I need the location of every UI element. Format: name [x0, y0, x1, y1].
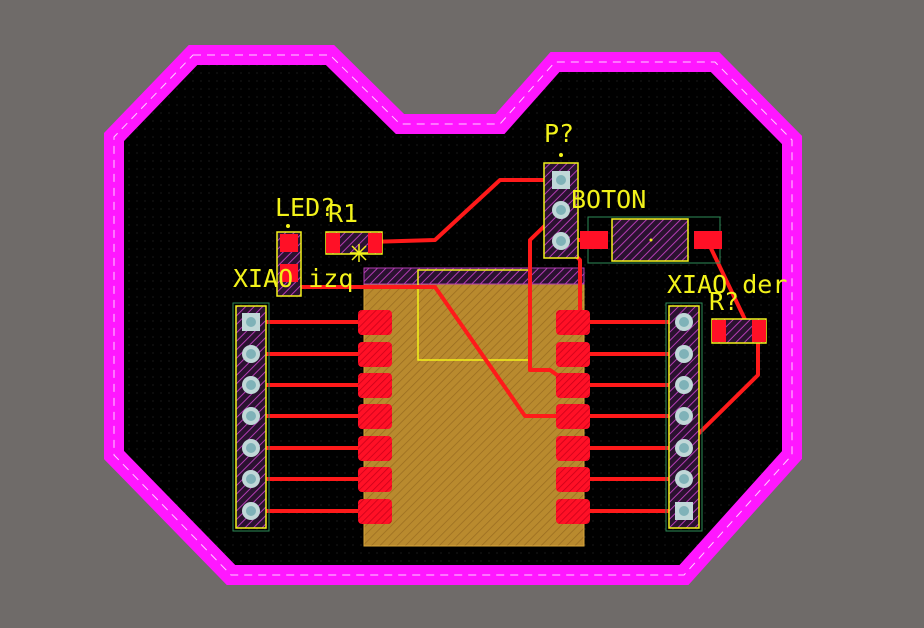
asterisk-icon	[350, 244, 368, 262]
label-r2: R?	[709, 287, 739, 316]
board-keepout-line	[113, 54, 793, 576]
label-xiao-izq: XIAO izq	[233, 264, 353, 293]
header-p[interactable]	[543, 153, 579, 259]
label-p: P?	[544, 119, 574, 148]
button-footprint[interactable]	[580, 216, 722, 264]
r1-footprint[interactable]	[325, 231, 383, 255]
header-xiao-izq[interactable]	[232, 302, 270, 532]
r2-footprint[interactable]	[711, 318, 767, 344]
led-footprint[interactable]	[276, 224, 302, 297]
label-boton: BOTON	[571, 185, 646, 214]
xiao-pads-left[interactable]	[358, 310, 392, 524]
xiao-pads-right[interactable]	[556, 310, 590, 524]
label-xiao-der: XIAO der	[667, 270, 787, 299]
label-led: LED?	[275, 193, 335, 222]
label-r1: R1	[328, 199, 358, 228]
header-xiao-der[interactable]	[665, 302, 703, 532]
